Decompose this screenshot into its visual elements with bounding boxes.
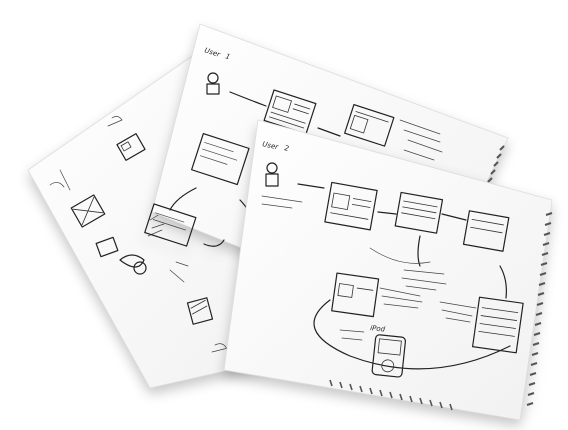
middle-user-number: 1 (224, 52, 231, 61)
ipod-device-icon (371, 334, 407, 378)
ipod-label: iPod (370, 324, 386, 334)
middle-wireframe-2 (344, 104, 395, 147)
front-sheet: User 2 (223, 119, 553, 421)
front-wireframe-5 (471, 296, 524, 354)
middle-sheet-binding (487, 145, 505, 183)
person-icon-2 (265, 162, 279, 187)
person-icon (206, 72, 220, 95)
front-user-label: User (262, 140, 280, 151)
front-user-number: 2 (284, 144, 291, 153)
middle-box-1 (191, 132, 250, 186)
front-wireframe-2 (394, 191, 444, 234)
front-wireframe-4 (331, 272, 380, 318)
front-wireframe-1 (324, 181, 378, 231)
front-wireframe-3 (462, 210, 510, 252)
front-sheet-binding (526, 212, 553, 406)
middle-box-2 (144, 203, 197, 247)
front-bottom-binding (329, 379, 453, 411)
